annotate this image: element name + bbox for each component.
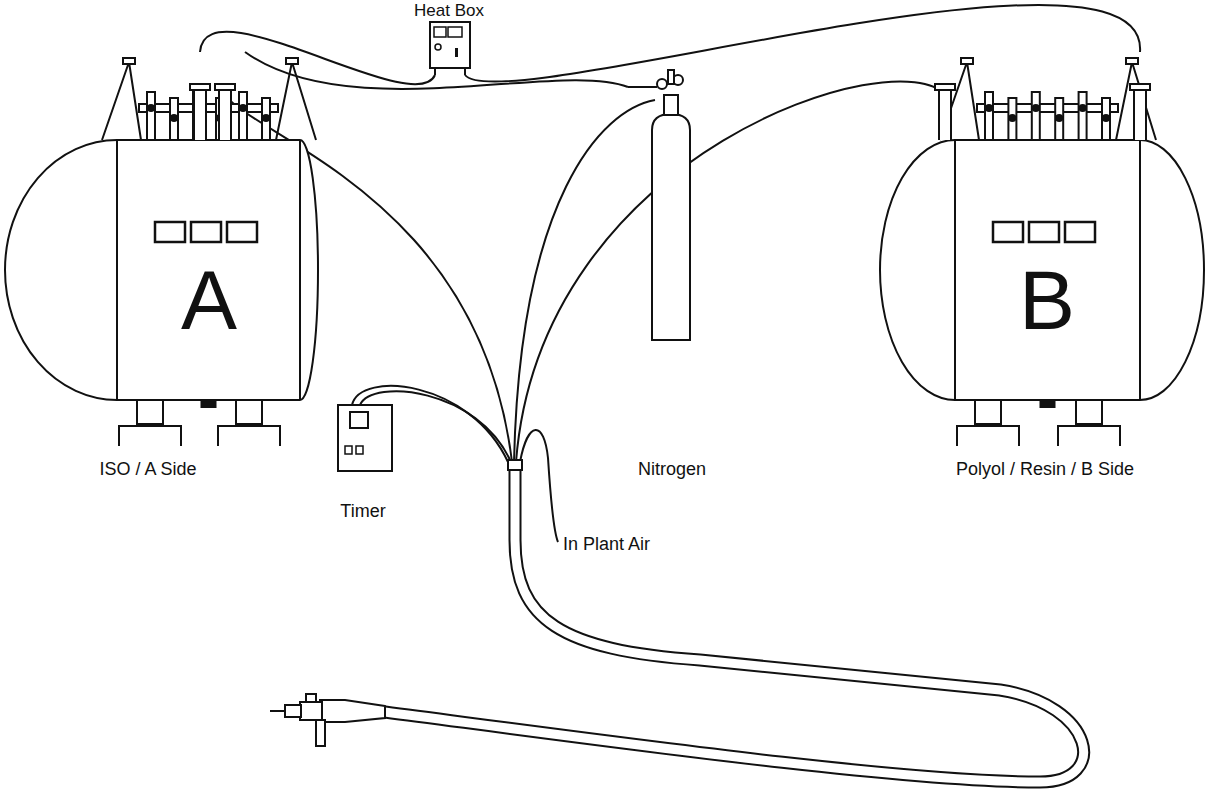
hose-bundle [385,460,1084,782]
iso-tank: A ISO / A Side [3,52,321,484]
node-label: Nitrogen [638,460,706,480]
iso-tank-outline [3,52,321,484]
hose-connector [200,32,435,84]
callout-label: In Plant Air [562,535,651,555]
node-label: Heat Box [414,2,484,21]
polyol-tank: B Polyol / Resin / B Side [878,52,1206,484]
nitrogen-cylinder: Nitrogen [628,62,718,484]
tank-letter: A [181,254,237,346]
heat-box: Heat Box [405,0,495,75]
tank-letter: B [1019,254,1075,346]
node-label: Timer [340,502,385,522]
node-label: Polyol / Resin / B Side [956,460,1134,480]
node-label: ISO / A Side [99,460,196,480]
timer-box: Timer [325,400,403,530]
nitrogen-cylinder-outline [628,62,718,484]
feed-lines [225,81,945,542]
spray-gun [270,694,385,746]
hose-connector [465,5,1140,82]
